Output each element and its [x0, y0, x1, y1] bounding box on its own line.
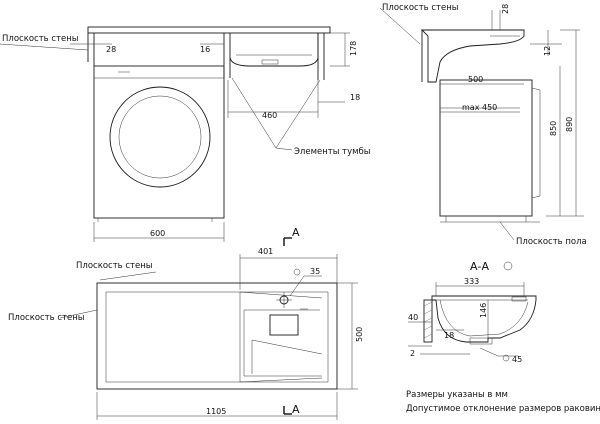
section-roughness-icon [503, 261, 513, 271]
note-units: Размеры указаны в мм [406, 390, 508, 400]
dim-section-18: 18 [444, 331, 454, 340]
dim-side-890: 890 [565, 117, 574, 132]
plan-drain [269, 314, 299, 336]
dim-plan-401: 401 [258, 247, 273, 256]
dim-section-45: 45 [512, 355, 522, 364]
dim-front-600: 600 [150, 229, 165, 238]
dim-side-850: 850 [549, 121, 558, 136]
dim-section-40: 40 [408, 313, 418, 322]
side-view: Плоскость стены 28 12 500 max 450 850 89… [379, 3, 587, 247]
plan-outline [96, 282, 338, 390]
washing-machine-door-inner [118, 95, 202, 179]
dim-section-333: 333 [464, 277, 479, 286]
section-mark-a-bottom: А [292, 403, 300, 416]
plan-view: А А 401 35 500 1105 Плоскость стены Плос… [8, 226, 364, 420]
front-countertop [87, 26, 331, 34]
dim-section-2: 2 [410, 349, 415, 358]
washing-machine-body [93, 65, 225, 219]
dim-front-178: 178 [349, 41, 358, 56]
label-wall-plane-side: Плоскость стены [382, 3, 459, 13]
plan-countertop-flat [105, 291, 241, 383]
label-wall-plane-front: Плоскость стены [2, 34, 79, 44]
label-cabinet-elements: Элементы тумбы [294, 147, 371, 157]
dim-plan-500: 500 [355, 327, 364, 342]
label-floor-plane: Плоскость пола [516, 237, 587, 247]
dim-side-12: 12 [543, 46, 552, 56]
section-sink-profile [431, 295, 537, 343]
dim-section-146: 146 [479, 303, 488, 318]
section-view: А-А 333 40 146 18 2 45 [408, 260, 537, 364]
front-view: Плоскость стены 28 16 178 18 460 Элемент… [0, 26, 371, 242]
label-wall-plane-plan-top: Плоскость стены [76, 261, 153, 271]
label-wall-plane-plan-left: Плоскость стены [8, 313, 85, 323]
front-sink-bowl [229, 33, 319, 67]
section-wall [423, 299, 433, 343]
dim-plan-1105: 1105 [206, 407, 226, 416]
side-countertop-profile [420, 29, 525, 83]
section-mark-a-top: А [292, 226, 300, 239]
dim-side-28: 28 [501, 4, 510, 14]
dim-front-18: 18 [350, 93, 360, 102]
dim-front-460: 460 [262, 111, 277, 120]
dim-plan-35: 35 [310, 267, 320, 276]
dim-front-28: 28 [106, 45, 116, 54]
washing-machine-panel [93, 65, 225, 79]
dim-side-max450: max 450 [462, 103, 497, 112]
washing-machine-door-outer [109, 86, 211, 188]
note-tolerance: Допустимое отклонение размеров раковины … [406, 404, 600, 414]
section-title: А-А [470, 260, 489, 273]
notes: Размеры указаны в мм Допустимое отклонен… [406, 390, 600, 414]
dim-side-500: 500 [468, 75, 483, 84]
dim-front-16: 16 [200, 45, 210, 54]
washing-machine-side [439, 79, 533, 217]
